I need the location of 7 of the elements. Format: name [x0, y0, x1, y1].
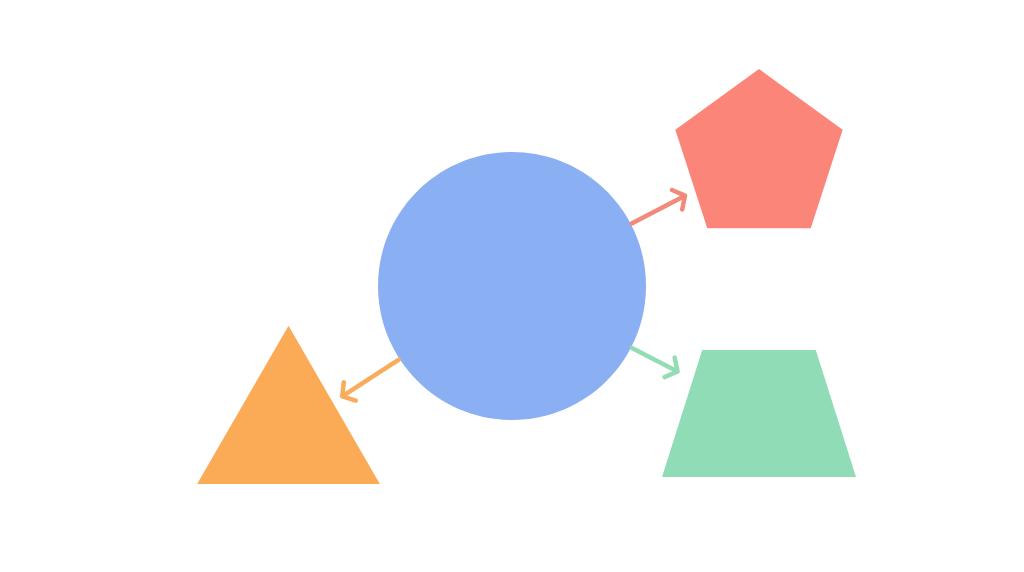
arrow [629, 345, 680, 380]
circle-shape [378, 152, 646, 420]
triangle-shape [197, 325, 380, 484]
trapezoid-shape [662, 350, 856, 477]
arrow [340, 357, 402, 403]
arrow [629, 187, 688, 226]
pentagon-shape [675, 69, 843, 229]
